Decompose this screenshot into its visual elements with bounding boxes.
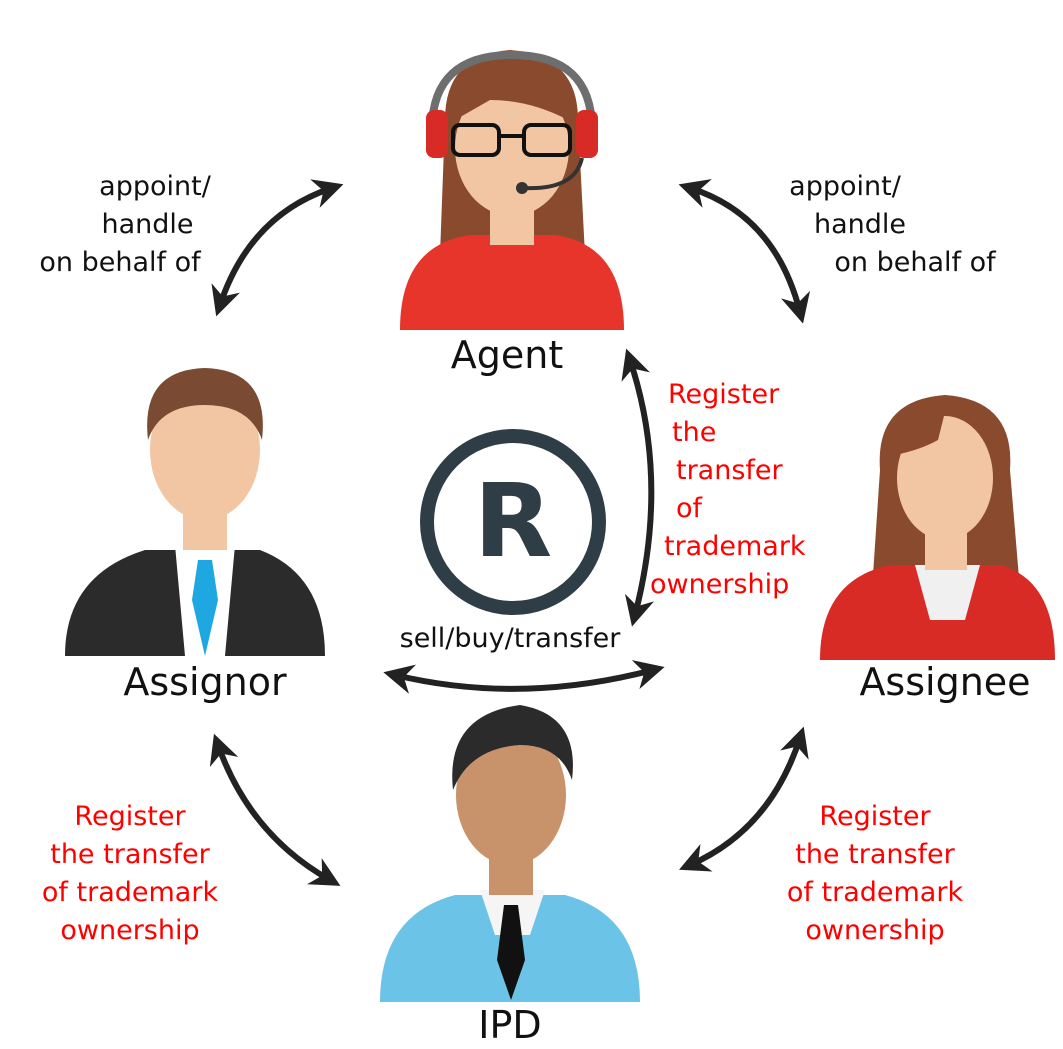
register-left-line-3: of trademark xyxy=(41,877,219,908)
appoint-right-line-1: appoint/ xyxy=(789,171,901,202)
appoint-right-line-2: handle xyxy=(813,209,907,240)
register-assignor-ipd-label: Register the transfer of trademark owner… xyxy=(25,798,235,950)
arrow-agent-assignor xyxy=(211,179,344,317)
ipd-label: IPD xyxy=(478,1003,542,1047)
arrow-assignor-assignee xyxy=(383,660,665,694)
register-left-line-1: Register xyxy=(74,801,186,832)
register-line-6: ownership xyxy=(650,569,790,600)
arrow-agent-assignee-register xyxy=(621,348,655,627)
register-line-1: Register xyxy=(668,379,780,410)
registered-trademark-icon: R xyxy=(420,429,606,615)
register-agent-assignee-label: Register the transfer of trademark owner… xyxy=(650,376,830,604)
arrow-assignor-ipd xyxy=(209,733,341,886)
assignor-figure-icon xyxy=(65,368,325,656)
sell-buy-transfer-label: sell/buy/transfer xyxy=(399,623,621,654)
register-right-line-4: ownership xyxy=(805,915,945,946)
registered-letter: R xyxy=(474,462,553,581)
assignee-figure-icon xyxy=(820,395,1055,660)
register-line-5: trademark xyxy=(664,531,806,562)
register-right-line-3: of trademark xyxy=(786,877,964,908)
arrow-assignee-ipd xyxy=(679,726,809,872)
agent-figure-icon xyxy=(400,50,624,330)
register-left-line-2: the transfer xyxy=(50,839,210,870)
register-line-2: the xyxy=(672,417,717,448)
appoint-left-line-1: appoint/ xyxy=(99,171,211,202)
register-line-3: transfer xyxy=(676,455,783,486)
appoint-right-line-3: on behalf of xyxy=(834,247,996,278)
register-right-line-2: the transfer xyxy=(795,839,955,870)
arrow-agent-assignee xyxy=(678,179,811,324)
appoint-right-label: appoint/ handle on behalf of xyxy=(760,168,1010,282)
register-assignee-ipd-label: Register the transfer of trademark owner… xyxy=(770,798,980,950)
register-line-4: of xyxy=(676,493,703,524)
appoint-left-line-3: on behalf of xyxy=(39,247,201,278)
agent-label: Agent xyxy=(450,333,564,377)
register-right-line-1: Register xyxy=(819,801,931,832)
assignor-label: Assignor xyxy=(123,660,287,704)
ipd-figure-icon xyxy=(380,705,640,1002)
assignee-label: Assignee xyxy=(859,660,1031,704)
appoint-left-label: appoint/ handle on behalf of xyxy=(0,168,240,282)
register-left-line-4: ownership xyxy=(60,915,200,946)
appoint-left-line-2: handle xyxy=(101,209,194,240)
